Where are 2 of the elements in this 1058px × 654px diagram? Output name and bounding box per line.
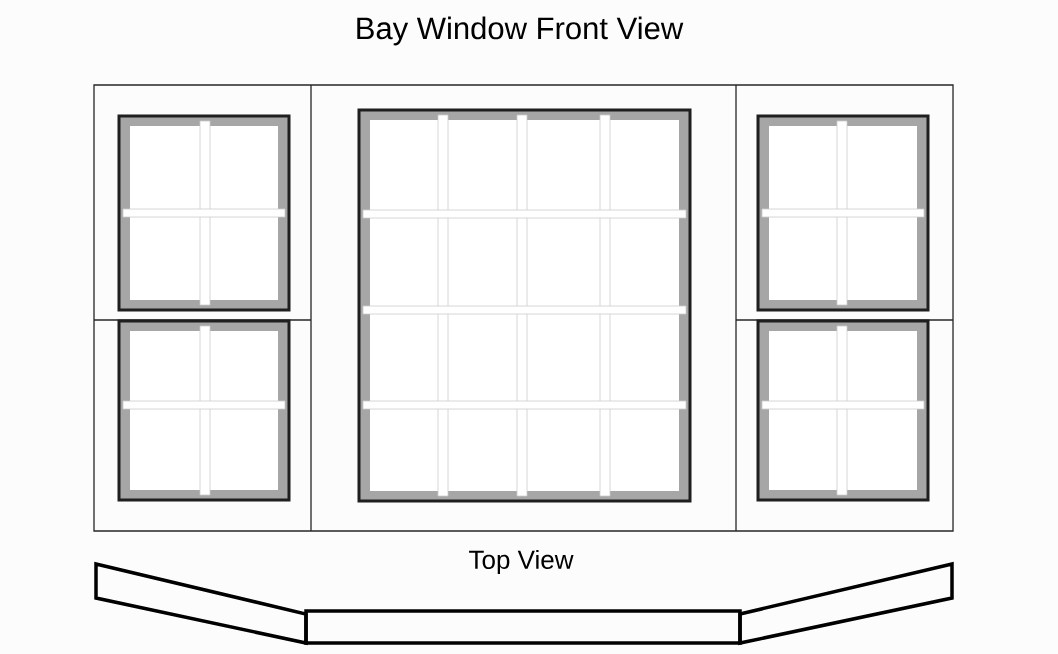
view-label: Top View: [469, 549, 574, 575]
title: Bay Window Front View: [357, 16, 684, 46]
